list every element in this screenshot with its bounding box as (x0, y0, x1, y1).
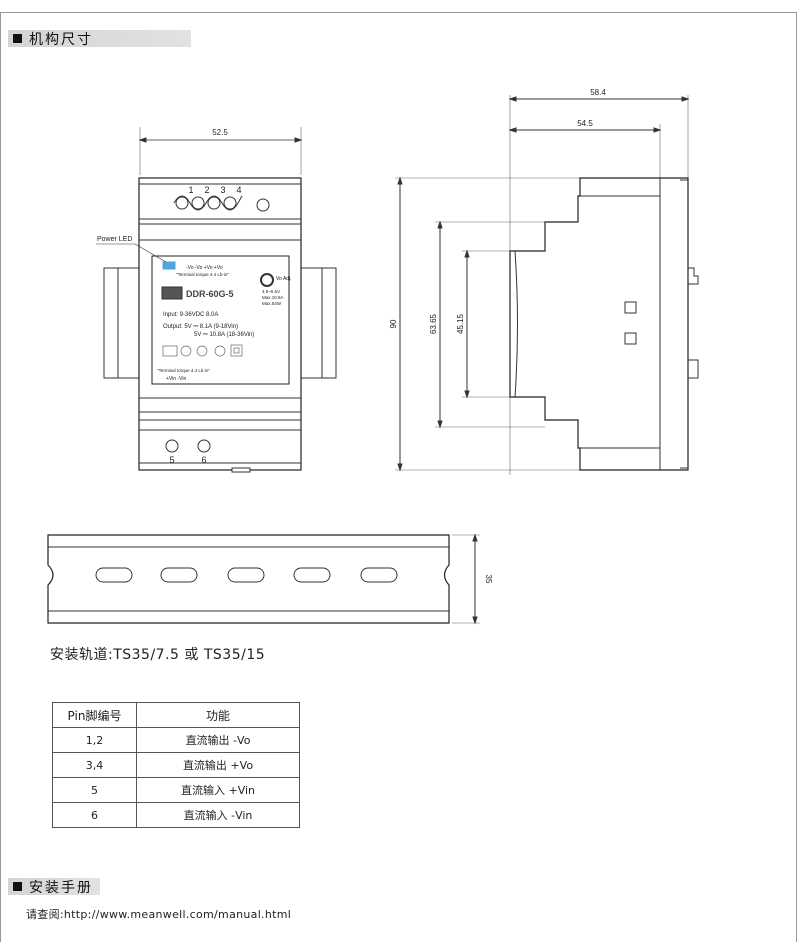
section-header-manual: 安装手册 (8, 878, 100, 896)
table-row: 5 直流输入 +Vin (52, 777, 300, 803)
cell-pin: 5 (52, 777, 137, 803)
cell-pin: 3,4 (52, 752, 137, 778)
header-function: 功能 (136, 702, 300, 728)
pin-table: Pin脚编号 功能 1,2 直流输出 -Vo 3,4 直流输出 +Vo 5 直流… (52, 702, 300, 828)
mechanical-drawing: 52.5 (96, 88, 699, 475)
manual-link[interactable]: 请查阅:http://www.meanwell.com/manual.html (26, 908, 292, 921)
cell-function: 直流输入 -Vin (136, 802, 300, 828)
square-bullet-icon (13, 882, 22, 891)
vo-adj-label: Vo Adj. (276, 276, 292, 282)
pin-label-1: 1 (188, 185, 193, 195)
pin-label-6: 6 (201, 455, 206, 465)
section-title: 机构尺寸 (29, 31, 93, 48)
power-led-label: Power LED (97, 236, 132, 243)
table-row: 3,4 直流输出 +Vo (52, 752, 300, 778)
side-body-dim: 54.5 (577, 119, 593, 128)
max-a-label: Max.10.8A (262, 295, 284, 300)
model-label: DDR-60G-5 (186, 289, 234, 299)
pin-label-2: 2 (204, 185, 209, 195)
section-title: 安装手册 (29, 879, 93, 896)
terminal-bottom-label: +Vin -Vin (166, 376, 186, 382)
pin-label-5: 5 (169, 455, 174, 465)
header-pin: Pin脚编号 (52, 702, 137, 728)
output1-label: Output: 5V ⎓ 8.1A (9-18Vin) (163, 324, 238, 330)
front-width-dim: 52.5 (212, 128, 228, 137)
input-label: Input: 9-36VDC 8.0A (163, 312, 218, 318)
certification-icons (162, 344, 243, 357)
rail-height-dim: 35 (484, 575, 493, 584)
max-w-label: Max.54W (262, 301, 282, 306)
cell-pin: 6 (52, 802, 137, 828)
section-header-mechanical: 机构尺寸 (8, 30, 191, 48)
cell-function: 直流输入 +Vin (136, 777, 300, 803)
cell-function: 直流输出 -Vo (136, 727, 300, 753)
rail-caption: 安装轨道:TS35/7.5 或 TS35/15 (50, 647, 266, 663)
torque-top-label: "Terminal torque 4.4 Lb-in" (176, 272, 229, 277)
square-bullet-icon (13, 34, 22, 43)
table-header-row: Pin脚编号 功能 (52, 702, 300, 728)
side-height-dim: 90 (389, 319, 398, 328)
cell-function: 直流输出 +Vo (136, 752, 300, 778)
pin-label-3: 3 (220, 185, 225, 195)
torque-bottom-label: "Terminal torque 4.4 Lb-in" (157, 368, 210, 373)
cell-pin: 1,2 (52, 727, 137, 753)
table-row: 1,2 直流输出 -Vo (52, 727, 300, 753)
side-total-dim: 58.4 (590, 88, 606, 97)
table-row: 6 直流输入 -Vin (52, 802, 300, 828)
output2-label: 5V ⎓ 10.8A (18-36Vin) (194, 332, 254, 338)
side-inner-dim: 45.15 (456, 313, 465, 334)
pin-label-4: 4 (236, 185, 241, 195)
din-rail-drawing: 35 (47, 533, 493, 625)
range-label: 4.5~5.5V (262, 289, 280, 294)
side-mid-dim: 63.65 (429, 313, 438, 334)
page-frame (0, 12, 797, 942)
terminal-top-label: -Vo -Vo +Vo +Vo (186, 265, 223, 271)
